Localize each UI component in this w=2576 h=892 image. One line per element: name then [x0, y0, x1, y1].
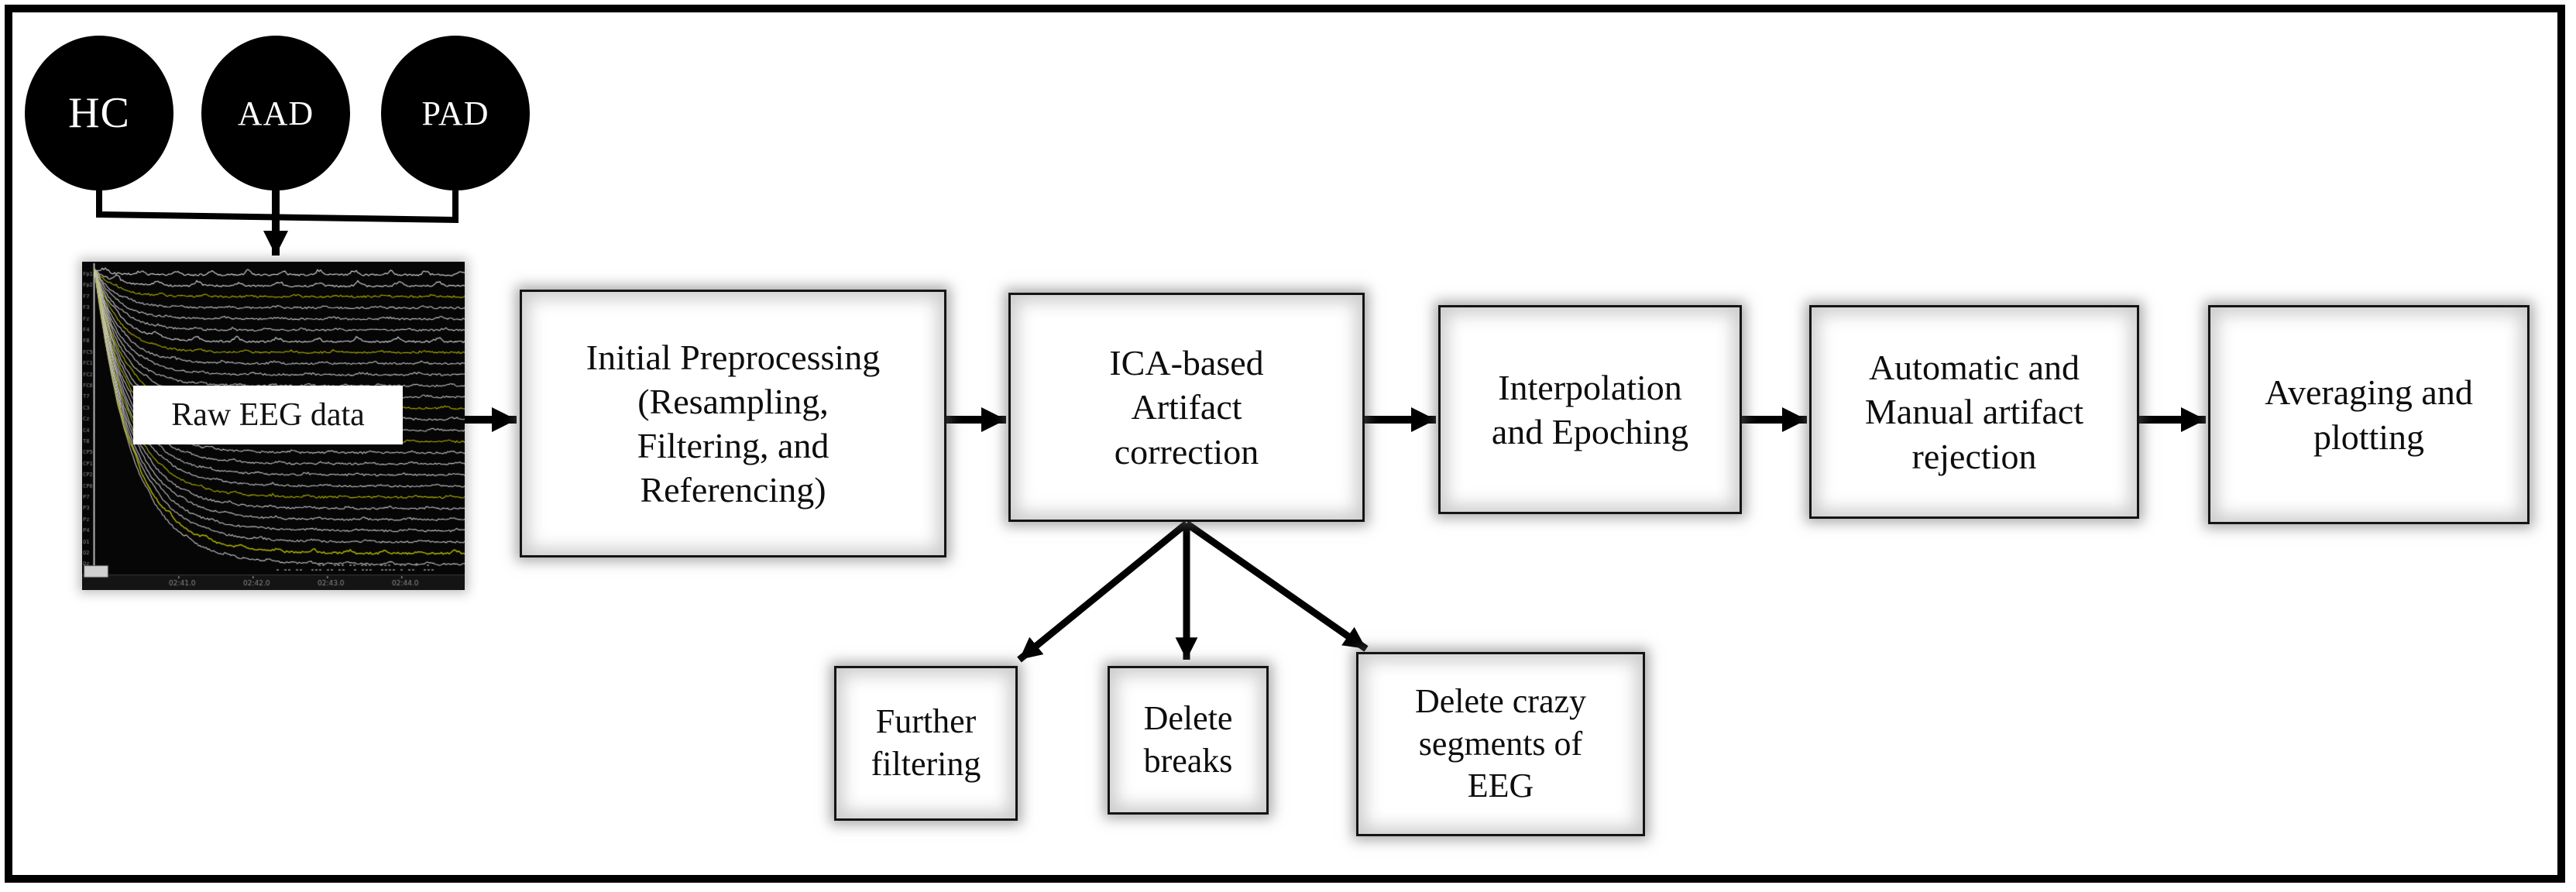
raw-eeg-label: Raw EEG data: [133, 386, 403, 444]
arrow-ica-to-delete-crazy: [1184, 520, 1369, 652]
group-node-pad: PAD: [381, 36, 530, 190]
figure-border: [5, 5, 2565, 883]
pipeline-box-artifact-rejection: Automatic and Manual artifact rejection: [1809, 305, 2139, 519]
group-node-hc: HC: [25, 36, 173, 190]
pipeline-box-text: Averaging and plotting: [2265, 372, 2473, 457]
substep-box-delete-breaks: Delete breaks: [1108, 666, 1269, 815]
substep-box-further-filtering: Further filtering: [834, 666, 1018, 821]
group-node-aad: AAD: [201, 36, 350, 190]
pipeline-box-ica-artifact-correction: ICA-based Artifact correction: [1008, 293, 1365, 522]
pipeline-box-text: Interpolation and Epoching: [1491, 367, 1689, 451]
substep-box-delete-crazy-segments: Delete crazy segments of EEG: [1356, 652, 1645, 836]
pipeline-box-averaging-plotting: Averaging and plotting: [2208, 305, 2530, 524]
group-label-hc: HC: [68, 89, 130, 137]
substep-box-text: Delete crazy segments of EEG: [1414, 682, 1587, 805]
raw-eeg-image: Raw EEG data: [82, 262, 465, 590]
pipeline-box-initial-preprocessing: Initial Preprocessing (Resampling, Filte…: [520, 290, 946, 558]
substep-box-text: Further filtering: [871, 702, 981, 783]
pipeline-box-interpolation-epoching: Interpolation and Epoching: [1438, 305, 1742, 514]
arrow-ica-to-further-filtering: [1017, 520, 1189, 663]
group-label-pad: PAD: [421, 94, 489, 132]
group-label-aad: AAD: [237, 94, 314, 132]
pipeline-box-text: ICA-based Artifact correction: [1109, 343, 1264, 472]
pipeline-box-text: Initial Preprocessing (Resampling, Filte…: [586, 337, 881, 510]
pipeline-box-text: Automatic and Manual artifact rejection: [1864, 348, 2084, 476]
substep-box-text: Delete breaks: [1143, 699, 1233, 780]
